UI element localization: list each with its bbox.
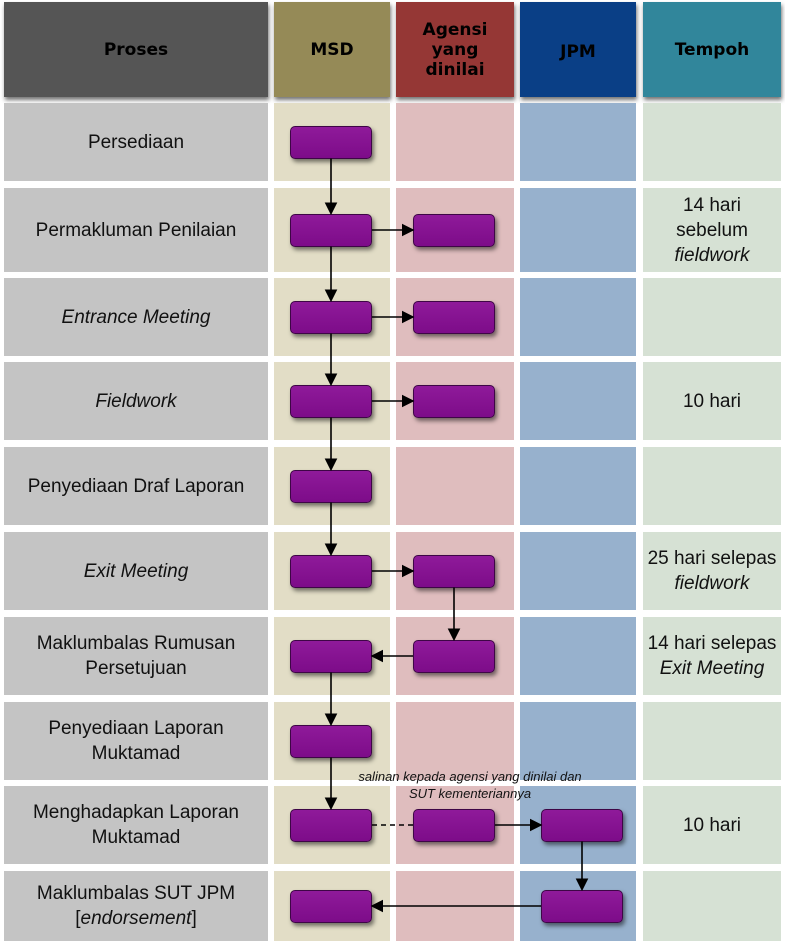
row-6-tempoh-cell: 25 hari selepas fieldwork bbox=[643, 532, 781, 610]
process-label: Persetujuan bbox=[85, 658, 187, 679]
row-3-proses-cell: Entrance Meeting bbox=[4, 278, 268, 356]
row-4-jpm-cell bbox=[520, 362, 636, 440]
copy-note: salinan kepada agensi yang dinilai dan S… bbox=[320, 768, 620, 802]
process-label: Permakluman Penilaian bbox=[35, 219, 237, 241]
header-msd: MSD bbox=[274, 2, 390, 97]
tempoh-label: 25 hari selepas bbox=[647, 548, 777, 569]
header-agensi-line1: Agensi bbox=[422, 19, 488, 40]
process-box-row-5-msd bbox=[290, 469, 372, 503]
row-4-tempoh-cell: 10 hari bbox=[643, 362, 781, 440]
process-box-row-10-msd bbox=[290, 889, 372, 923]
row-10-proses-cell: Maklumbalas SUT JPM [endorsement] bbox=[4, 871, 268, 941]
row-8-agensi-cell bbox=[396, 702, 514, 780]
process-label: Entrance Meeting bbox=[61, 306, 211, 328]
row-8-jpm-cell bbox=[520, 702, 636, 780]
header-agensi-line2: yang bbox=[431, 39, 479, 60]
process-box-row-3-msd bbox=[290, 300, 372, 334]
row-8-proses-cell: Penyediaan Laporan Muktamad bbox=[4, 702, 268, 780]
process-box-row-3-agensi bbox=[413, 300, 495, 334]
header-tempoh: Tempoh bbox=[643, 2, 781, 97]
row-9-tempoh-cell: 10 hari bbox=[643, 786, 781, 864]
tempoh-label: 14 hari selepas bbox=[647, 633, 777, 654]
process-label: Menghadapkan Laporan bbox=[32, 802, 239, 823]
row-6-jpm-cell bbox=[520, 532, 636, 610]
row-2-tempoh-cell: 14 hari sebelum fieldwork bbox=[643, 188, 781, 272]
header-jpm: JPM bbox=[520, 2, 636, 97]
row-2-jpm-cell bbox=[520, 188, 636, 272]
row-7-jpm-cell bbox=[520, 617, 636, 695]
header-agensi: Agensi yang dinilai bbox=[396, 2, 514, 97]
row-1-proses-cell: Persediaan bbox=[4, 103, 268, 181]
tempoh-label: 14 hari bbox=[682, 194, 742, 216]
row-10-tempoh-cell bbox=[643, 871, 781, 941]
tempoh-label: fieldwork bbox=[674, 244, 750, 266]
row-5-proses-cell: Penyediaan Draf Laporan bbox=[4, 447, 268, 525]
process-label: Maklumbalas SUT JPM bbox=[36, 883, 236, 904]
process-label: Fieldwork bbox=[95, 390, 177, 412]
header-jpm-label: JPM bbox=[560, 42, 596, 62]
process-box-row-6-agensi bbox=[413, 554, 495, 588]
row-5-tempoh-cell bbox=[643, 447, 781, 525]
process-label: Penyediaan Laporan Muktamad bbox=[48, 718, 224, 764]
process-label: Maklumbalas Rumusan bbox=[36, 633, 236, 654]
header-proses-label: Proses bbox=[103, 39, 169, 60]
process-box-row-9-msd bbox=[290, 808, 372, 842]
tempoh-label: fieldwork bbox=[674, 573, 750, 594]
row-4-proses-cell: Fieldwork bbox=[4, 362, 268, 440]
tempoh-label: sebelum bbox=[676, 219, 748, 241]
process-box-row-6-msd bbox=[290, 554, 372, 588]
process-box-row-7-agensi bbox=[413, 639, 495, 673]
row-1-agensi-cell bbox=[396, 103, 514, 181]
row-1-jpm-cell bbox=[520, 103, 636, 181]
process-label: Muktamad bbox=[91, 827, 181, 848]
row-6-proses-cell: Exit Meeting bbox=[4, 532, 268, 610]
header-agensi-line3: dinilai bbox=[425, 59, 485, 80]
row-3-jpm-cell bbox=[520, 278, 636, 356]
header-tempoh-label: Tempoh bbox=[674, 39, 750, 60]
process-label: [endorsement] bbox=[75, 908, 197, 929]
row-5-jpm-cell bbox=[520, 447, 636, 525]
tempoh-label: 10 hari bbox=[682, 390, 742, 412]
copy-note-line2: SUT kementeriannya bbox=[408, 786, 532, 801]
process-label: Exit Meeting bbox=[83, 560, 189, 582]
process-box-row-7-msd bbox=[290, 639, 372, 673]
process-label: Persediaan bbox=[87, 131, 185, 153]
header-proses: Proses bbox=[4, 2, 268, 97]
process-box-row-9-agensi bbox=[413, 808, 495, 842]
process-box-row-9-jpm bbox=[541, 808, 623, 842]
row-5-agensi-cell bbox=[396, 447, 514, 525]
process-box-row-10-jpm bbox=[541, 889, 623, 923]
row-2-proses-cell: Permakluman Penilaian bbox=[4, 188, 268, 272]
tempoh-label: 10 hari bbox=[682, 814, 742, 836]
header-msd-label: MSD bbox=[310, 39, 354, 60]
process-label: Penyediaan Draf Laporan bbox=[27, 475, 245, 497]
row-3-tempoh-cell bbox=[643, 278, 781, 356]
row-1-tempoh-cell bbox=[643, 103, 781, 181]
row-8-tempoh-cell bbox=[643, 702, 781, 780]
process-box-row-1-msd bbox=[290, 125, 372, 159]
tempoh-label: Exit Meeting bbox=[659, 658, 765, 679]
copy-note-line1: salinan kepada agensi yang dinilai dan bbox=[358, 769, 582, 784]
